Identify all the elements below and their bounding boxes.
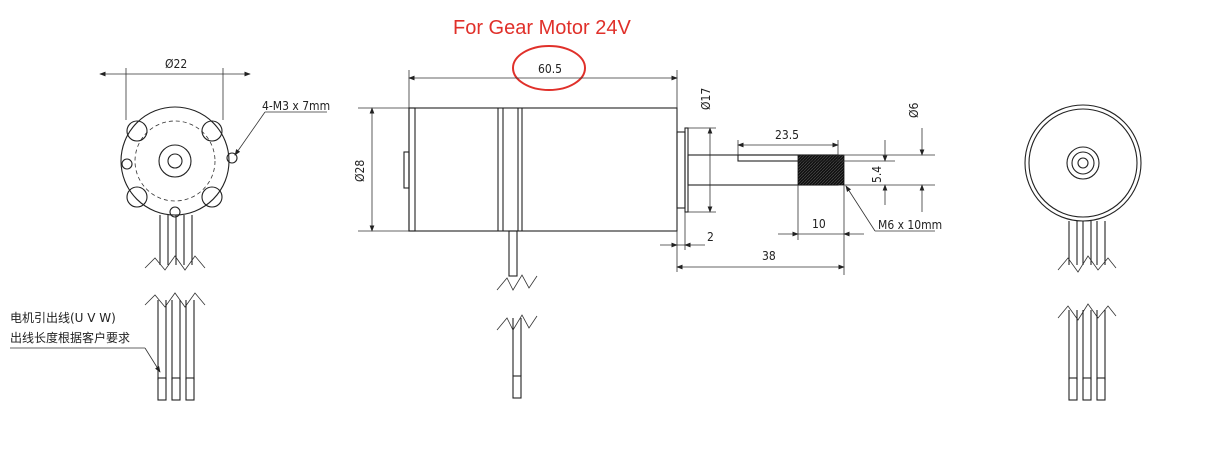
- rear-view: [1024, 104, 1142, 401]
- shoulder-length-label: 2: [707, 230, 714, 244]
- thread-label: M6 x 10mm: [878, 218, 942, 232]
- output-length-label: 38: [762, 249, 776, 263]
- overall-length-label: 60.5: [538, 62, 562, 76]
- holes-label: 4-M3 x 7mm: [262, 99, 330, 113]
- gearbox-diameter-label: Ø17: [699, 88, 713, 110]
- highlight-circle: [512, 45, 586, 91]
- flat-depth-label: 5.4: [870, 166, 884, 183]
- thread-hatch: [797, 154, 845, 186]
- shaft-diameter-label: Ø6: [907, 103, 921, 118]
- drawing-title: For Gear Motor 24V: [453, 17, 632, 39]
- body-diameter-label: Ø28: [353, 160, 367, 182]
- lead-note-line1: 电机引出线(U V W): [10, 311, 116, 325]
- side-view: 60.5 Ø28 Ø17 23.5 Ø6 5.4: [353, 62, 942, 399]
- front-diameter-label: Ø22: [165, 57, 187, 71]
- thread-length-label: 10: [812, 217, 826, 231]
- lead-note-line2: 出线长度根据客户要求: [10, 330, 130, 345]
- shaft-length-label: 23.5: [775, 128, 799, 142]
- front-view: Ø22 4-M3 x 7mm 电机引出线(U V W) 出线长度根据客户要求: [10, 57, 330, 401]
